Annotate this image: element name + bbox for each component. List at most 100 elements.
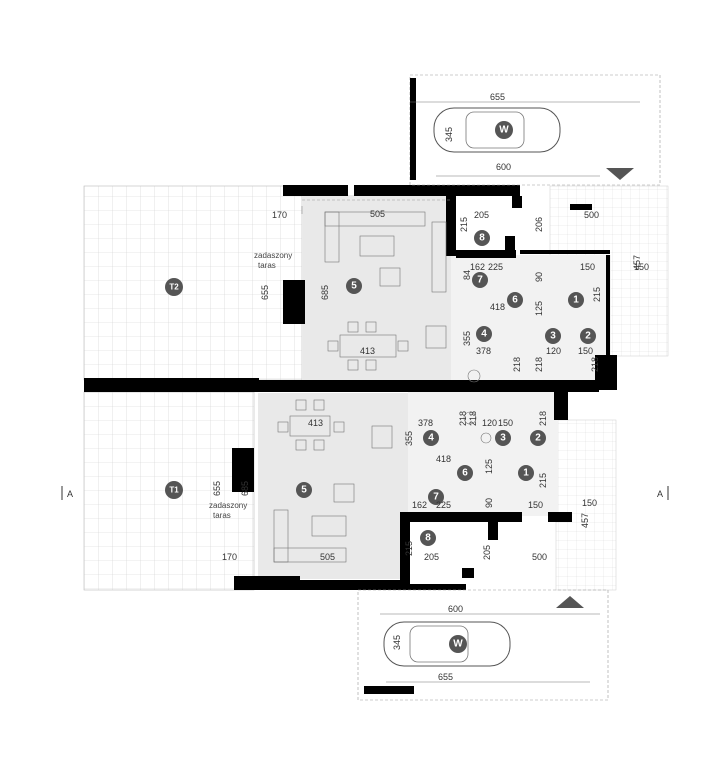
svg-text:120: 120	[482, 418, 497, 428]
svg-text:170: 170	[272, 210, 287, 220]
svg-text:150: 150	[580, 262, 595, 272]
svg-text:600: 600	[496, 162, 511, 172]
svg-text:457: 457	[580, 513, 590, 528]
svg-text:W: W	[499, 125, 509, 136]
lower-covered-terrace-l2: taras	[213, 511, 231, 520]
lower-car-icon	[383, 621, 511, 667]
svg-text:A: A	[67, 489, 73, 499]
svg-text:218: 218	[468, 411, 478, 426]
svg-text:162: 162	[412, 500, 427, 510]
lower-entry-arrow	[556, 596, 584, 608]
svg-text:378: 378	[418, 418, 433, 428]
svg-text:205: 205	[482, 545, 492, 560]
upper-dimensions: 170 505 685 655 413 205 215 206 500 457 …	[260, 206, 649, 372]
lower-room-3: 3	[500, 433, 506, 444]
upper-covered-terrace-l1: zadaszony	[254, 251, 292, 260]
svg-text:170: 170	[222, 552, 237, 562]
lower-covered-terrace-l1: zadaszony	[209, 501, 247, 510]
svg-text:150: 150	[634, 262, 649, 272]
svg-text:150: 150	[498, 418, 513, 428]
svg-text:205: 205	[474, 210, 489, 220]
svg-text:413: 413	[360, 346, 375, 356]
lower-garage-dimensions: 600 655 345	[392, 604, 463, 682]
upper-covered-terrace-l2: taras	[258, 261, 276, 270]
svg-text:457: 457	[632, 255, 642, 270]
lower-room-1: 1	[523, 468, 529, 479]
svg-text:345: 345	[444, 127, 454, 142]
lower-room-7: 7	[433, 492, 439, 503]
svg-text:150: 150	[578, 346, 593, 356]
svg-text:215: 215	[404, 541, 414, 556]
terrace-t2-grid	[83, 185, 303, 381]
svg-text:84: 84	[462, 270, 472, 280]
upper-room-4: 4	[481, 329, 487, 340]
upper-garage-dimensions: 655 600 345	[444, 92, 511, 172]
svg-text:500: 500	[532, 552, 547, 562]
section-marker-left: A	[61, 486, 73, 500]
svg-text:355: 355	[404, 431, 414, 446]
upper-room-markers: 1 2 3 4 5 6 7 8	[346, 230, 596, 344]
svg-text:418: 418	[436, 454, 451, 464]
svg-text:345: 345	[392, 635, 402, 650]
svg-text:150: 150	[528, 500, 543, 510]
svg-text:215: 215	[538, 473, 548, 488]
svg-text:218: 218	[590, 357, 600, 372]
upper-room-8: 8	[479, 233, 485, 244]
terrace-t2-label: T2	[169, 283, 179, 292]
lower-room-markers: 1 2 3 4 5 6 7 8	[296, 430, 546, 546]
svg-text:218: 218	[534, 357, 544, 372]
lower-walls	[232, 390, 572, 590]
svg-text:418: 418	[490, 302, 505, 312]
svg-text:218: 218	[458, 411, 468, 426]
svg-text:120: 120	[546, 346, 561, 356]
svg-text:215: 215	[592, 287, 602, 302]
svg-text:218: 218	[512, 357, 522, 372]
svg-text:206: 206	[534, 217, 544, 232]
svg-text:125: 125	[484, 459, 494, 474]
side-paving-lower	[555, 419, 617, 591]
svg-text:355: 355	[462, 331, 472, 346]
svg-text:225: 225	[488, 262, 503, 272]
upper-walls	[84, 185, 617, 392]
upper-room-3: 3	[550, 331, 556, 342]
lower-room-2: 2	[535, 433, 541, 444]
upper-furniture	[302, 199, 481, 383]
svg-text:205: 205	[424, 552, 439, 562]
svg-text:655: 655	[212, 481, 222, 496]
svg-text:685: 685	[240, 481, 250, 496]
svg-text:505: 505	[320, 552, 335, 562]
svg-text:A: A	[657, 489, 663, 499]
svg-text:125: 125	[534, 301, 544, 316]
lower-room-8: 8	[425, 533, 431, 544]
upper-room-2: 2	[585, 331, 591, 342]
section-marker-right: A	[657, 486, 669, 500]
lower-furniture	[273, 399, 492, 563]
lower-room-6: 6	[462, 468, 468, 479]
upper-garage: W	[409, 74, 661, 186]
svg-text:90: 90	[534, 272, 544, 282]
svg-text:90: 90	[484, 498, 494, 508]
lower-garage: W	[357, 589, 609, 701]
upper-room-6: 6	[512, 295, 518, 306]
upper-room-1: 1	[573, 295, 579, 306]
lower-room-5: 5	[301, 485, 307, 496]
svg-text:505: 505	[370, 209, 385, 219]
lower-room-4: 4	[428, 433, 434, 444]
lower-dimensions: 413 378 355 218 218 120 150 218 418 125 …	[212, 411, 597, 562]
terrace-t1-label: T1	[169, 486, 179, 495]
svg-text:378: 378	[476, 346, 491, 356]
svg-text:215: 215	[459, 217, 469, 232]
svg-text:162: 162	[470, 262, 485, 272]
svg-text:655: 655	[490, 92, 505, 102]
upper-room-7: 7	[477, 275, 483, 286]
svg-text:655: 655	[438, 672, 453, 682]
svg-text:600: 600	[448, 604, 463, 614]
upper-service-floor	[451, 255, 611, 380]
svg-text:150: 150	[582, 498, 597, 508]
svg-text:500: 500	[584, 210, 599, 220]
svg-text:685: 685	[320, 285, 330, 300]
svg-text:W: W	[453, 639, 463, 650]
upper-entry-arrow	[606, 168, 634, 180]
svg-text:225: 225	[436, 500, 451, 510]
